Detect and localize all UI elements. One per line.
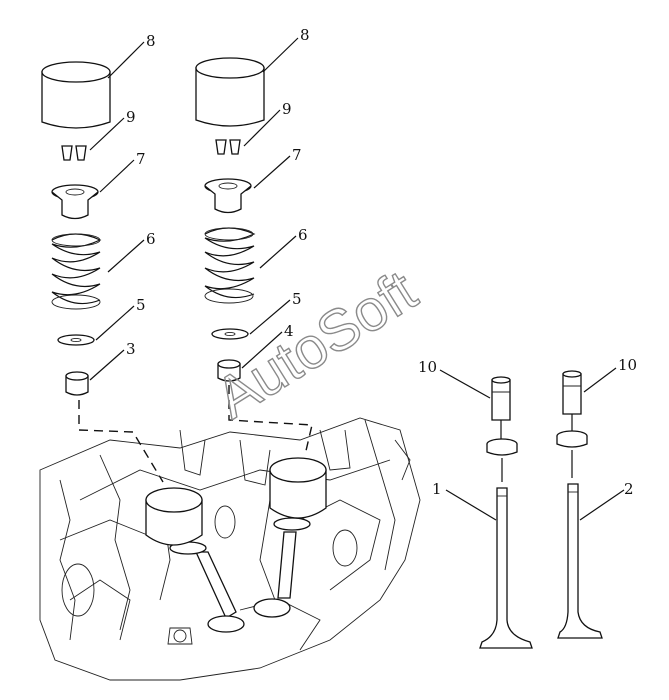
valve-spring-6-left bbox=[51, 233, 102, 310]
spring-retainer-7-right bbox=[204, 178, 252, 214]
tappet-8-right bbox=[195, 57, 265, 127]
spring-retainer-7-left bbox=[51, 184, 99, 220]
callout-2: 2 bbox=[624, 480, 634, 498]
callout-7-right: 7 bbox=[292, 146, 302, 164]
valve-spring-6-right bbox=[204, 227, 256, 304]
callout-5-right: 5 bbox=[292, 290, 302, 308]
callout-6-right: 6 bbox=[298, 226, 308, 244]
callout-10-left: 10 bbox=[418, 358, 437, 376]
dashed-leader-right bbox=[228, 385, 313, 456]
installed-valve-left bbox=[145, 487, 245, 633]
valve-seat-ring-right bbox=[556, 430, 588, 448]
callout-8-left: 8 bbox=[146, 32, 156, 50]
dashed-leader-left bbox=[78, 400, 164, 483]
callout-leaders bbox=[89, 37, 625, 521]
callout-8-right: 8 bbox=[300, 26, 310, 44]
valve-stem-seal-3 bbox=[65, 371, 89, 396]
tappet-8-left bbox=[41, 61, 111, 129]
valve-guide-10-left bbox=[491, 376, 511, 421]
callout-9-left: 9 bbox=[126, 108, 136, 126]
installed-valve-right bbox=[253, 457, 327, 618]
callout-10-right: 10 bbox=[618, 356, 637, 374]
callout-5-left: 5 bbox=[136, 296, 146, 314]
exhaust-valve-1 bbox=[479, 487, 533, 649]
spring-seat-5-left bbox=[57, 334, 95, 346]
watermark-text: AutoSoft bbox=[204, 258, 427, 431]
valve-seat-ring-left bbox=[486, 438, 518, 456]
valve-keepers-9-left bbox=[61, 145, 87, 161]
callout-1: 1 bbox=[432, 480, 442, 498]
intake-valve-2 bbox=[557, 483, 603, 639]
spring-seat-5-right bbox=[211, 328, 249, 340]
callout-6-left: 6 bbox=[146, 230, 156, 248]
cylinder-head-block bbox=[39, 417, 421, 681]
valve-keepers-9-right bbox=[215, 139, 241, 155]
valve-stem-seal-4 bbox=[217, 359, 241, 382]
valve-guide-10-right bbox=[562, 370, 582, 415]
callout-9-right: 9 bbox=[282, 100, 292, 118]
callout-7-left: 7 bbox=[136, 150, 146, 168]
callout-3: 3 bbox=[126, 340, 136, 358]
callout-4: 4 bbox=[284, 322, 294, 340]
